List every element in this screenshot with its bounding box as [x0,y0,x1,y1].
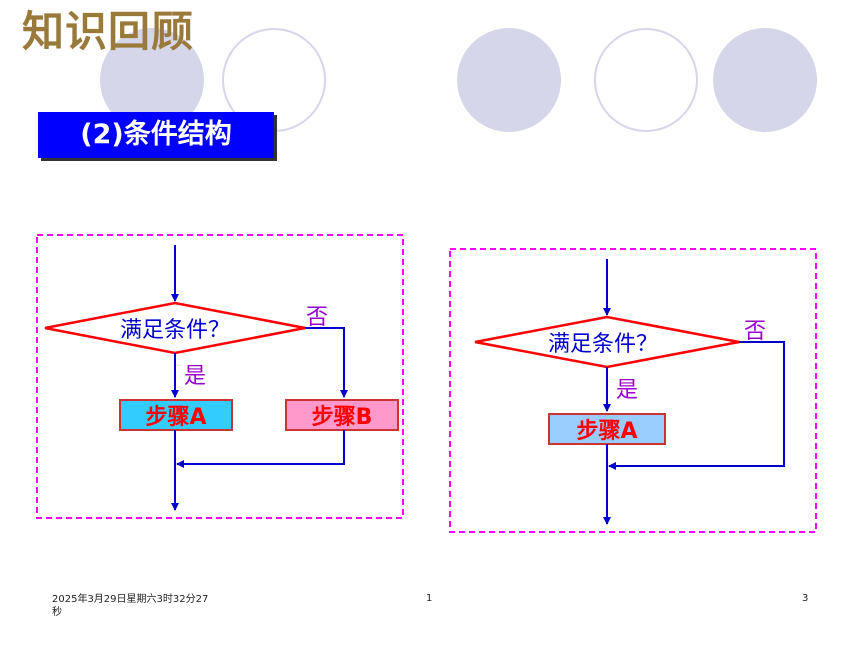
flowchart-if: 满足条件？ 否 是 步骤A [449,248,817,533]
yes-label: 是 [616,378,638,403]
dashed-frame [449,248,817,533]
footer-center-number: 1 [426,593,433,604]
no-label: 否 [744,319,766,344]
yes-label: 是 [184,364,206,389]
step-a-label: 步骤A [576,418,637,444]
flow-arrow [176,430,345,468]
flow-arrow [608,341,785,470]
step-b-label: 步骤B [312,404,373,430]
section-heading: (2)条件结构 [38,112,274,158]
page-number: 3 [802,593,809,604]
decorative-circle [457,28,561,132]
flow-arrow [305,327,348,398]
slide-title: 知识回顾 [22,7,195,56]
decorative-circle-ring [594,28,698,132]
footer-datetime-line2: 秒 [52,607,62,618]
step-b-box [285,399,399,431]
footer-datetime: 2025年3月29日星期六3时32分27 秒 [52,593,208,619]
dashed-frame [36,234,404,519]
decorative-circle [713,28,817,132]
flowchart-if-else: 满足条件？ 否 是 步骤A 步骤B [36,234,404,519]
step-a-label: 步骤A [145,404,206,430]
decorative-circle-ring [222,28,326,132]
condition-label: 满足条件？ [120,318,230,343]
no-label: 否 [306,305,328,330]
footer-datetime-line1: 2025年3月29日星期六3时32分27 [52,594,209,605]
condition-label: 满足条件？ [548,332,658,357]
